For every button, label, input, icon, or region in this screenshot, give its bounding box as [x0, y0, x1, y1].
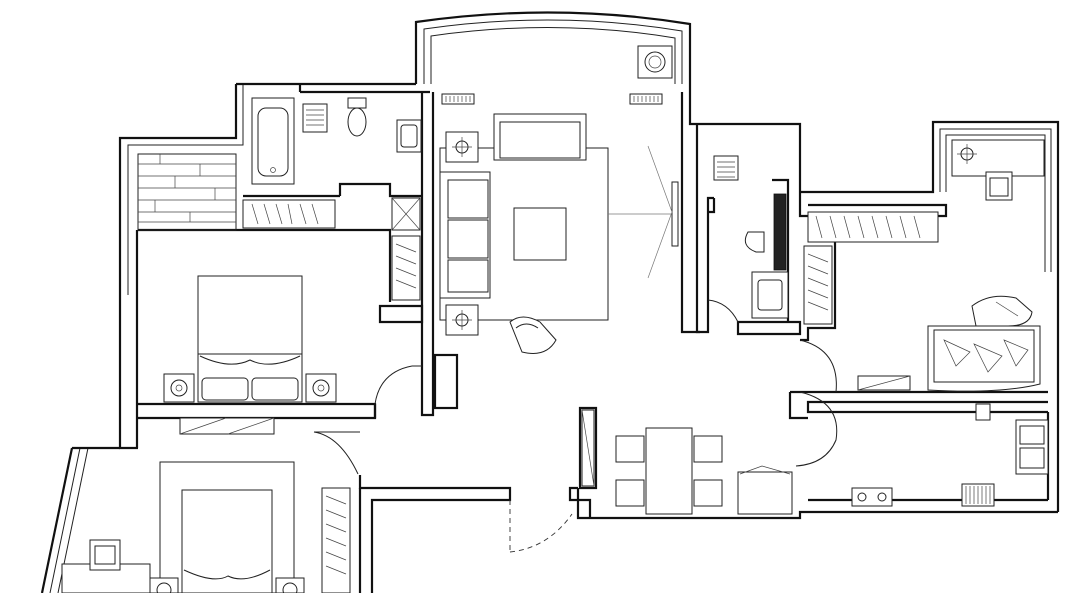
- tv-console: [671, 181, 679, 247]
- bedroom-left: [163, 197, 422, 405]
- kitchen: [851, 403, 1049, 507]
- chair-icon: [615, 435, 645, 463]
- desk: [951, 139, 1045, 177]
- chair-icon: [615, 479, 645, 507]
- toilet-icon: [347, 107, 367, 137]
- wardrobe-side: [321, 487, 351, 593]
- toilet-icon: [744, 231, 765, 253]
- fridge: [737, 471, 793, 515]
- bedroom-bottom: [149, 417, 351, 593]
- balcony-top: [414, 11, 692, 84]
- coffee-table: [513, 207, 567, 261]
- bed-icon: [181, 489, 273, 593]
- chair-icon: [693, 435, 723, 463]
- heater-icon: [773, 193, 787, 271]
- bathroom-right: [707, 155, 833, 325]
- nightstand: [163, 373, 195, 403]
- washing-machine-icon: [637, 45, 673, 79]
- lounge-chair-icon: [971, 295, 1033, 327]
- bathroom-left: [137, 97, 422, 231]
- wardrobe: [179, 417, 275, 435]
- sink-icon: [751, 271, 789, 319]
- dining-area: [313, 391, 838, 553]
- wardrobe: [242, 199, 336, 229]
- lounge-chair-icon: [509, 316, 557, 354]
- bedroom-right: [799, 139, 1045, 393]
- nightstand: [275, 577, 305, 593]
- living-room: [439, 93, 679, 354]
- sink-icon: [1015, 419, 1049, 475]
- wardrobe: [807, 211, 939, 243]
- study-bottom-left: [40, 446, 151, 593]
- shower-icon: [713, 155, 739, 181]
- dining-table: [645, 427, 693, 515]
- armchair-icon: [493, 113, 587, 161]
- nightstand: [305, 373, 337, 403]
- chair-icon: [693, 479, 723, 507]
- sofa-icon: [927, 325, 1041, 392]
- shower-icon: [302, 103, 328, 133]
- tile-floor: [137, 153, 237, 231]
- nightstand: [149, 577, 179, 593]
